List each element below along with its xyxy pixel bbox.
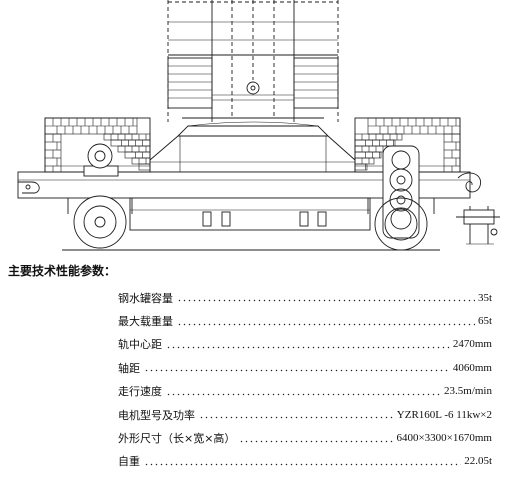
gear xyxy=(390,208,412,230)
trunnion-circle xyxy=(246,81,260,95)
ladle xyxy=(167,0,339,122)
gearbox xyxy=(382,145,420,239)
right-stair-brick-step xyxy=(354,151,382,159)
spec-row-max-load: 最大载重量 65t xyxy=(118,309,492,332)
car-body xyxy=(149,121,356,173)
trunnion-hub xyxy=(250,85,256,91)
gear-hub xyxy=(396,195,406,205)
spec-value: 23.5m/min xyxy=(444,385,492,398)
spec-row-travel-speed: 走行速度 23.5m/min xyxy=(118,380,492,403)
spec-row-self-weight: 自重 22.05t xyxy=(118,450,492,473)
right-coupler xyxy=(456,172,500,245)
spec-value: YZR160L -6 11kw×2 xyxy=(396,408,492,421)
right-hook-curl xyxy=(457,172,482,193)
lower-center-beam xyxy=(129,197,371,231)
dot-leader xyxy=(166,339,450,349)
spec-label: 外形尺寸（长×宽×高） xyxy=(118,432,236,446)
dot-leader xyxy=(166,386,442,396)
left-stair-brick-step xyxy=(110,139,151,147)
left-hook xyxy=(18,181,40,194)
left-wheel xyxy=(73,195,127,249)
spec-value: 35t xyxy=(477,291,492,304)
right-wheel-inner xyxy=(384,207,418,241)
spec-row-wheelbase: 轴距 4060mm xyxy=(118,356,492,379)
dot-leader xyxy=(144,456,462,466)
spec-label: 轨中心距 xyxy=(118,338,162,352)
spec-label: 走行速度 xyxy=(118,385,162,399)
spec-label: 轴距 xyxy=(118,361,140,375)
right-stair-brick-step xyxy=(354,157,375,165)
dot-leader xyxy=(239,433,394,443)
motor-circle xyxy=(87,143,113,169)
spec-list: 钢水罐容量 35t 最大载重量 65t 轨中心距 2470mm 轴距 4060m… xyxy=(118,286,492,473)
ladle-car-drawing xyxy=(17,0,500,251)
dot-leader xyxy=(144,363,450,373)
right-stair-brick-step xyxy=(354,139,396,147)
left-stair-brick-step xyxy=(117,145,151,153)
left-stair-brick-step xyxy=(124,151,151,159)
spec-value: 4060mm xyxy=(452,361,492,374)
drive-motor xyxy=(83,143,119,177)
buffer-pin xyxy=(490,228,498,236)
left-wheel-inner xyxy=(83,205,117,239)
left-stair-brick-step xyxy=(138,163,151,171)
car-body-hump xyxy=(149,125,356,173)
spec-heading: 主要技术性能参数： xyxy=(8,264,117,278)
spec-label: 自重 xyxy=(118,455,140,469)
spec-value: 65t xyxy=(477,315,492,328)
support-leg xyxy=(202,211,212,227)
spec-value: 2470mm xyxy=(452,338,492,351)
left-stair-brick-step xyxy=(131,157,151,165)
left-wheel-hub xyxy=(94,216,106,228)
ladle-left-box xyxy=(167,57,213,109)
right-end xyxy=(354,117,461,173)
left-hook-pin xyxy=(25,184,31,190)
spec-label: 最大载重量 xyxy=(118,315,173,329)
gear xyxy=(389,168,413,192)
spec-row-rail-gauge: 轨中心距 2470mm xyxy=(118,333,492,356)
spec-label: 电机型号及功率 xyxy=(118,408,195,422)
dot-leader xyxy=(177,293,475,303)
support-leg xyxy=(299,211,309,227)
gearbox-casing xyxy=(382,145,420,239)
support-leg xyxy=(221,211,231,227)
motor-shaft xyxy=(94,150,106,162)
support-leg xyxy=(317,211,327,227)
left-wheel-rim xyxy=(73,195,127,249)
spec-row-ladle-capacity: 钢水罐容量 35t xyxy=(118,286,492,309)
spec-value: 22.05t xyxy=(464,455,492,468)
spec-row-dimensions: 外形尺寸（长×宽×高） 6400×3300×1670mm xyxy=(118,426,492,449)
spec-value: 6400×3300×1670mm xyxy=(396,432,492,445)
right-stair-brick-step xyxy=(354,163,368,171)
dot-leader xyxy=(199,410,394,420)
spec-label: 钢水罐容量 xyxy=(118,291,173,305)
car-body-arch xyxy=(187,121,319,127)
spec-row-motor: 电机型号及功率 YZR160L -6 11kw×2 xyxy=(118,403,492,426)
gear-hub xyxy=(396,175,406,185)
dot-leader xyxy=(177,316,475,326)
ladle-right-box xyxy=(293,57,339,109)
